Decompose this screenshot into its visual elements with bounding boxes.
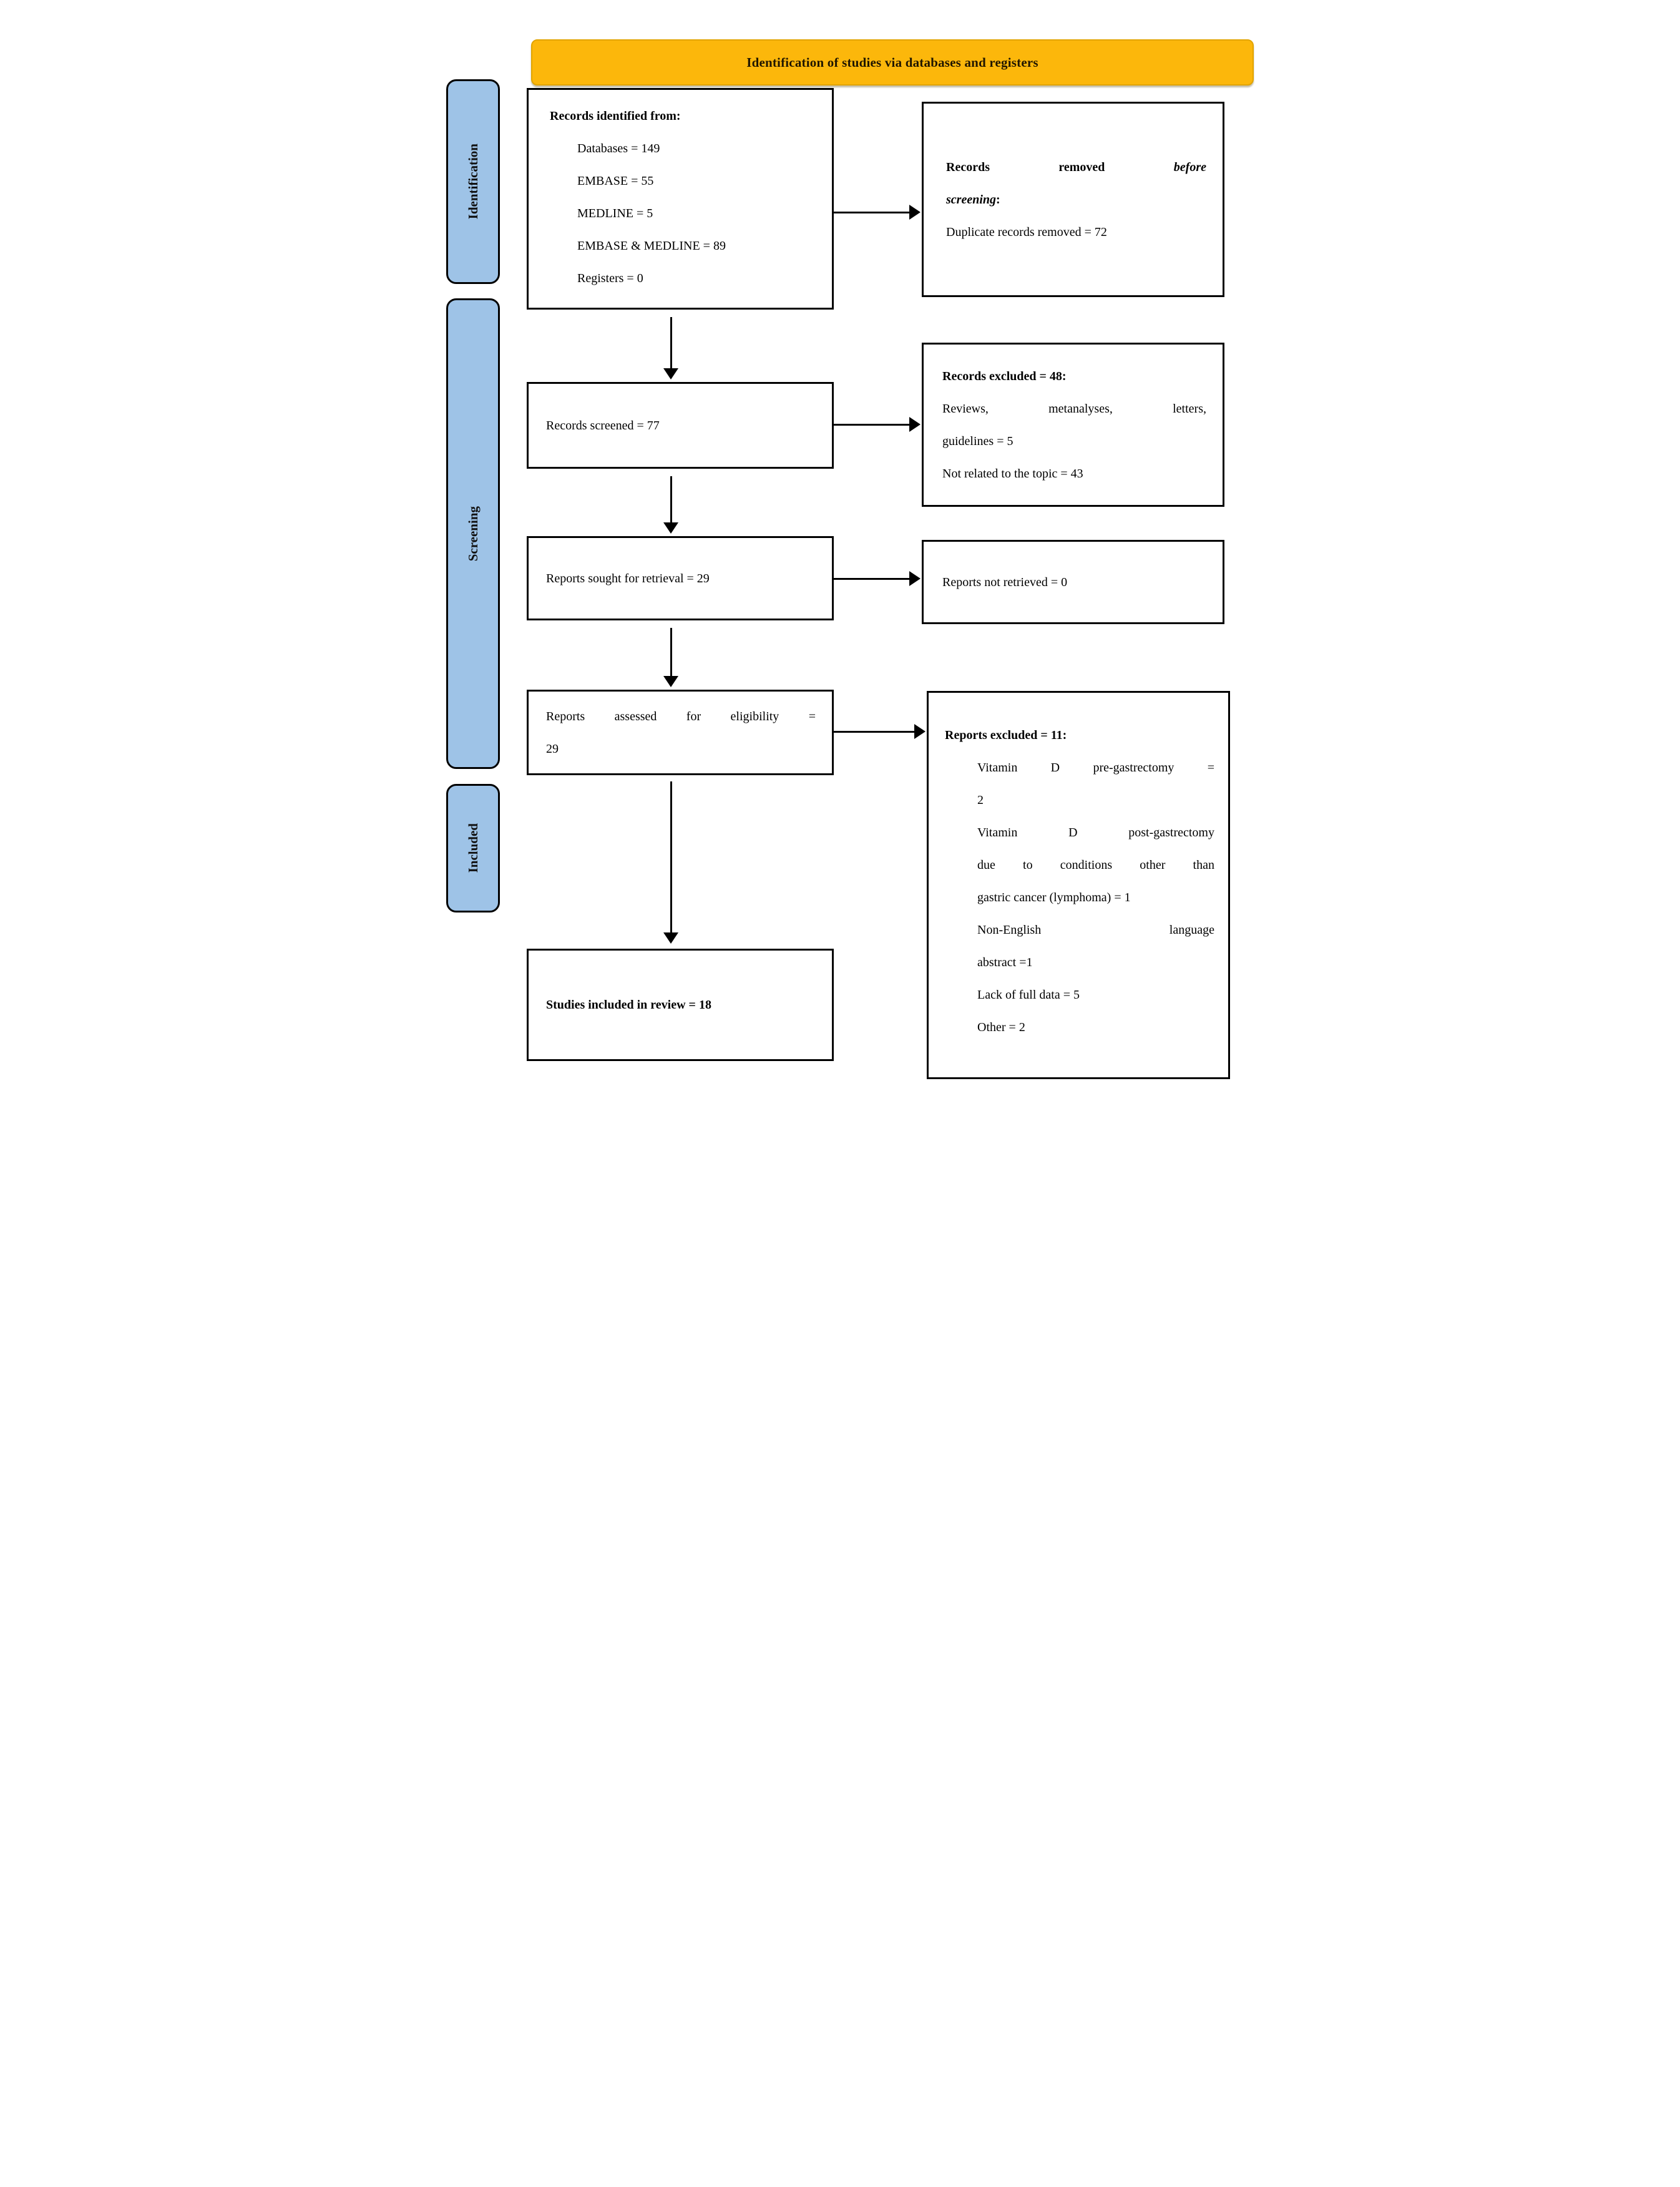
reports-excluded-line: Vitamin D pre-gastrectomy = [977,761,1214,775]
arrow-head [663,522,678,534]
studies-included-box: Studies included in review = 18 [527,949,834,1061]
arrow-down-screened-to-sought [658,476,684,534]
arrow-head [909,571,921,586]
records-removed-title-line2: screening: [946,192,1000,207]
arrow-down-sought-to-assessed [658,628,684,687]
reports-not-retrieved-box: Reports not retrieved = 0 [922,540,1224,624]
banner-title: Identification of studies via databases … [746,54,1038,70]
reports-sought-box: Reports sought for retrieval = 29 [527,536,834,620]
stage-pill-identification: Identification [446,79,500,284]
arrow-head [663,676,678,687]
records-excluded-title: Records excluded = 48: [942,369,1067,383]
reports-excluded-line: Other = 2 [977,1020,1025,1034]
records-excluded-line: Reviews, metanalyses, letters, [942,401,1206,416]
arrow-shaft [670,317,672,368]
arrow-shaft [834,211,909,213]
arrow-head [663,932,678,944]
reports-assessed-line1: Reports assessed for eligibility = [546,709,816,723]
stage-label-screening: Screening [465,506,481,562]
stage-pill-screening: Screening [446,298,500,769]
stage-label-included: Included [465,823,481,873]
records-identified-item: MEDLINE = 5 [577,207,653,220]
records-identified-item: EMBASE & MEDLINE = 89 [577,239,726,253]
arrow-right-to-reports-excluded [834,724,925,739]
records-screened-text: Records screened = 77 [546,418,660,433]
reports-assessed-line2: 29 [546,741,559,756]
arrow-right-to-records-removed [834,205,921,220]
records-identified-box: Records identified from: Databases = 149… [527,88,834,310]
records-identified-title: Records identified from: [550,109,681,123]
arrow-head [909,205,921,220]
records-excluded-line: guidelines = 5 [942,434,1013,448]
arrow-shaft [670,628,672,676]
reports-assessed-box: Reports assessed for eligibility = 29 [527,690,834,775]
reports-excluded-line: Lack of full data = 5 [977,988,1080,1002]
arrow-down-identified-to-screened [658,317,684,379]
arrow-down-assessed-to-included [658,781,684,944]
reports-excluded-line: 2 [977,793,984,807]
records-removed-box: Records removed before screening: Duplic… [922,102,1224,297]
records-excluded-box: Records excluded = 48: Reviews, metanaly… [922,343,1224,507]
arrow-right-to-records-excluded [834,417,921,432]
reports-excluded-title: Reports excluded = 11: [945,728,1067,742]
records-identified-item: Databases = 149 [577,142,660,155]
records-identified-item: Registers = 0 [577,272,643,285]
duplicate-records-text: Duplicate records removed = 72 [946,225,1107,239]
records-excluded-line: Not related to the topic = 43 [942,466,1083,481]
prisma-flow-diagram: Identification of studies via databases … [420,0,1260,1094]
reports-excluded-line: due to conditions other than [977,858,1214,872]
arrow-shaft [670,781,672,932]
records-removed-title-line1: Records removed before [946,160,1206,174]
banner: Identification of studies via databases … [531,39,1254,86]
reports-excluded-line: Vitamin D post-gastrectomy [977,826,1214,839]
reports-sought-text: Reports sought for retrieval = 29 [546,571,710,585]
arrow-head [663,368,678,379]
reports-not-retrieved-text: Reports not retrieved = 0 [942,575,1068,589]
stage-label-identification: Identification [465,144,481,220]
arrow-head [914,724,925,739]
records-screened-box: Records screened = 77 [527,382,834,469]
arrow-head [909,417,921,432]
reports-excluded-line: gastric cancer (lymphoma) = 1 [977,891,1131,904]
reports-excluded-line: abstract =1 [977,956,1033,969]
arrow-right-to-reports-not-retrieved [834,571,921,586]
stage-pill-included: Included [446,784,500,912]
reports-excluded-line: Non-English language [977,923,1214,937]
arrow-shaft [670,476,672,522]
arrow-shaft [834,577,909,580]
studies-included-text: Studies included in review = 18 [546,998,711,1012]
arrow-shaft [834,423,909,426]
arrow-shaft [834,730,914,733]
records-identified-item: EMBASE = 55 [577,174,654,188]
reports-excluded-box: Reports excluded = 11: Vitamin D pre-gas… [927,691,1230,1079]
